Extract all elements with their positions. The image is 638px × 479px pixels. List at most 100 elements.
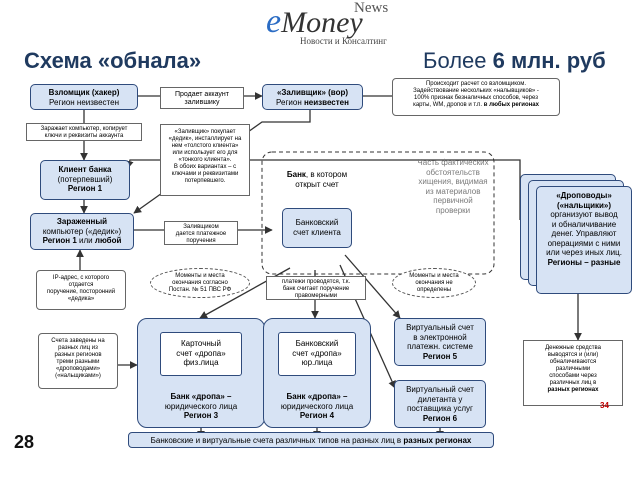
logo-news: News: [354, 0, 389, 16]
accounts-note: Счета заведены на разных лиц из разных р…: [38, 333, 118, 389]
accounts-note-line-1: Счета заведены на: [51, 338, 105, 344]
sells-account-line2: залившику: [184, 99, 220, 106]
filler-gives-note: Заливщиком дается платежное поручения: [164, 221, 238, 245]
infected-pc-line3-plain: или: [76, 236, 95, 245]
hacker-box: Взломщик (хакер) Регион неизвестен: [30, 84, 138, 110]
footer-bold: разных регионах: [403, 436, 472, 445]
money-out-line-1: Денежные средства: [545, 345, 601, 351]
bank-account-dropa-line3: юр.лица: [301, 358, 333, 367]
fact-part-line-6: проверки: [435, 205, 471, 215]
victim-line3: Регион 1: [67, 184, 103, 193]
infected-pc-line3: Регион 1 или любой: [31, 236, 133, 246]
calc-note-line-1: Происходит расчет со взломщиком.: [425, 81, 527, 87]
page-title: Схема «обнала»: [24, 48, 202, 73]
filler-gives-line2: дается платежное: [175, 231, 227, 237]
virtual1-line3: платежн. системе: [407, 342, 473, 351]
bank-dropa-left-label: Банк «дропа» – юридического лица Регион …: [140, 392, 262, 421]
droppers-bold: Регионы – разные: [547, 257, 621, 267]
logo: News eMoney Новости и Консалтинг: [226, 0, 410, 46]
page-number: 34: [600, 401, 609, 410]
card-account-line1: Карточный: [180, 339, 222, 348]
title-right-bold: 6 млн. руб: [492, 48, 606, 73]
bank-account-dropa-line1: Банковский: [295, 339, 339, 348]
payments-line1: платежи проводятся, т.к.: [281, 279, 351, 285]
infected-pc-box: Зараженный компьютер («дедик») Регион 1 …: [30, 213, 134, 250]
virtual2-line2: дилетанта у: [417, 394, 463, 404]
moments-left-line1: Моменты и места: [175, 273, 225, 279]
virtual2-line1: Виртуальный счет: [406, 385, 474, 394]
moments-left-line2: окончания согласно: [172, 280, 228, 286]
droppers-plain-5: или через иных лиц.: [546, 248, 622, 257]
calc-note-last-plain: карты, WM, дропов и т.п.: [413, 102, 484, 108]
fact-part-line-4: из материалов: [425, 186, 481, 196]
virtual-account-1: Виртуальный счет в электронной платежн. …: [394, 318, 486, 366]
bank-dropa-mid-label: Банк «дропа» – юридического лица Регион …: [266, 392, 368, 421]
infects-line2: ключи и реквизиты аккаунта: [44, 133, 124, 139]
filler-buys-line-8: потерпевшего.: [184, 178, 226, 184]
filler-buys-line-6: В обоих вариантах – с: [173, 164, 237, 170]
droppers-plain-2: и обналичивание: [551, 219, 617, 229]
filler-buys-line-1: «Заливщик» покупает: [174, 129, 236, 135]
filler-region: Регион неизвестен: [263, 98, 362, 108]
ip-note-line-1: IP-адрес, с которого: [52, 275, 110, 281]
footer-plain: Банковские и виртуальные счета различных…: [150, 436, 404, 445]
calc-note-line-2: Задействование нескольких «налывщиков» -: [413, 88, 539, 94]
filler-buys-line-4: или использует его для: [172, 150, 238, 156]
accounts-note-line-3: разных регионов: [54, 352, 102, 358]
payments-note: платежи проводятся, т.к. банк считает по…: [266, 276, 366, 300]
payments-line3: правомерными: [294, 293, 338, 299]
bank-opened-label: Банк, в котором открыт счет: [272, 170, 362, 189]
droppers-plain-1: организуют вывод: [550, 210, 618, 219]
infects-note: Заражает компьютер, копирует ключи и рек…: [26, 123, 142, 141]
infected-pc-line3-bold2: любой: [94, 236, 122, 245]
sells-account-line1: Продает аккаунт: [174, 91, 229, 98]
infects-line1: Заражает компьютер, копирует: [40, 126, 128, 132]
money-out-line-5: способами через: [549, 373, 597, 379]
infected-pc-line1: Зараженный: [56, 217, 108, 226]
title-right: Более 6 млн. руб: [423, 48, 606, 74]
droppers-line-1: «Дроповоды»: [556, 191, 612, 200]
sells-account-note: Продает аккаунт залившику: [160, 87, 244, 109]
droppers-box: «Дроповоды» («нальщики») организуют выво…: [536, 186, 632, 294]
title-right-prefix: Более: [423, 48, 493, 73]
money-out-bold: разных регионах: [547, 387, 599, 393]
moments-right-line2: окончания не: [415, 280, 453, 286]
bank-account-line2: счет клиента: [293, 227, 341, 237]
slide-number: 28: [14, 432, 35, 452]
accounts-note-line-2: разных лиц из: [58, 345, 98, 351]
filler-box: «Заливщик» (вор) Регион неизвестен: [262, 84, 363, 110]
droppers-plain-4: операциями с ними: [547, 238, 621, 248]
fact-part-line-2: обстоятельств: [426, 167, 480, 177]
hacker-title: Взломщик (хакер): [48, 88, 120, 97]
droppers-line-2: («нальщики»): [556, 200, 612, 210]
calc-note: Происходит расчет со взломщиком. Задейст…: [392, 78, 560, 116]
card-account-box: Карточный счет «дропа» физ.лица: [160, 332, 242, 376]
filler-gives-line3: поручения: [186, 238, 216, 244]
bank-dropa-mid-line2: юридического лица: [280, 401, 354, 411]
filler-buys-line-3: нем «толстого клиента»: [171, 143, 239, 149]
fact-part-line-5: первичной: [433, 196, 473, 205]
ip-note-line-3: поручение, посторонний: [46, 289, 116, 295]
logo-tagline: Новости и Консалтинг: [300, 36, 387, 46]
filler-buys-note: «Заливщик» покупает «дедик», инсталлируе…: [160, 124, 250, 196]
accounts-note-line-4: треми разными: [56, 359, 100, 365]
money-out-line-4: различными: [555, 366, 591, 372]
calc-note-last-bold: в любых регионах: [483, 102, 539, 108]
filler-title: «Заливщик» (вор): [276, 88, 349, 97]
virtual1-line1: Виртуальный счет: [406, 323, 474, 332]
fact-part-label: Часть фактических обстоятельств хищения,…: [410, 158, 496, 215]
filler-buys-line-5: «тонкого клиента».: [178, 157, 232, 163]
victim-line1: Клиент банка: [58, 165, 112, 174]
bank-account-box: Банковский счет клиента: [282, 208, 352, 248]
ip-note: IP-адрес, с которого отдается поручение,…: [36, 270, 126, 310]
victim-line2: (потерпевший): [57, 174, 113, 184]
bank-account-dropa-box: Банковский счет «дропа» юр.лица: [278, 332, 356, 376]
logo-brand: eMoney: [266, 5, 363, 39]
money-out-line-3: обналичиваются: [549, 359, 597, 365]
moments-right-line3: определены: [416, 287, 452, 293]
payments-line2: банк считает поручение: [282, 286, 350, 292]
bank-dropa-left-line3: Регион 3: [183, 411, 219, 420]
infected-pc-line2: компьютер («дедик»): [42, 226, 122, 236]
bank-dropa-mid-line1: Банк «дропа» –: [286, 392, 348, 401]
fact-part-line-1: Часть фактических: [417, 158, 489, 167]
